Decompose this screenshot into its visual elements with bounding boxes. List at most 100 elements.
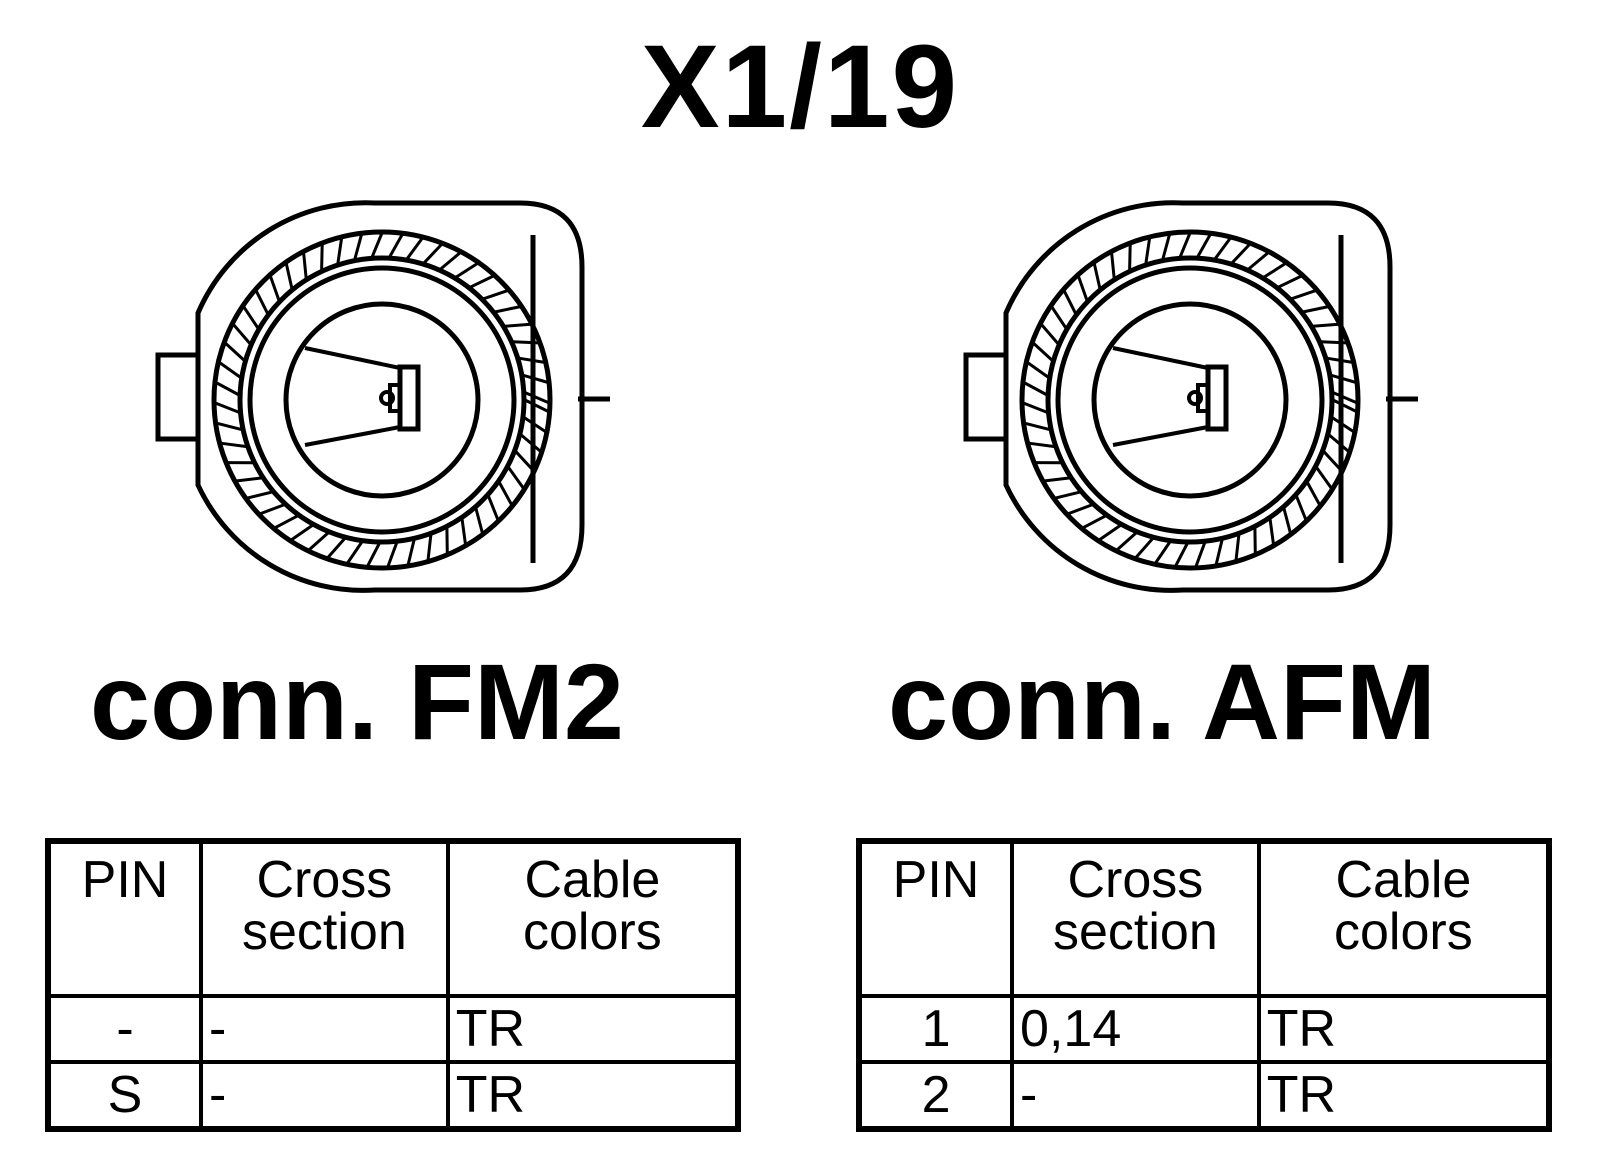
header-cable-colors: Cable colors (445, 839, 741, 998)
cell-cable-color: TR (1256, 1060, 1552, 1131)
knurl-tick (1174, 542, 1189, 568)
contact-line-bottom (304, 425, 401, 447)
knurl-tick (1067, 503, 1094, 516)
header-cable-line2: colors (523, 903, 662, 961)
knurl-tick (406, 538, 416, 566)
knurl-tick (1178, 232, 1192, 258)
header-cross-line1: Cross (256, 851, 393, 909)
knurl-tick (1028, 441, 1055, 449)
knurl-tick (386, 541, 399, 568)
knurl-tick (1054, 490, 1081, 500)
knurl-tick (494, 305, 521, 314)
connector-outer-ring (1019, 229, 1361, 571)
table-header-row: PIN Cross section Cable colors (45, 839, 741, 998)
cell-cable-color: TR (1256, 994, 1552, 1064)
knurl-tick (454, 261, 479, 279)
knurl-tick (218, 361, 242, 379)
cell-cable-color: TR (445, 1060, 741, 1131)
cell-cross-section: - (199, 1060, 450, 1131)
connector-fm2-icon (155, 200, 610, 593)
knurl-tick (326, 537, 347, 559)
knurl-tick (1023, 381, 1048, 397)
cell-pin: 1 (856, 994, 1015, 1064)
knurl-tick (405, 237, 424, 261)
knurl-tick (1268, 518, 1275, 545)
cell-cross-section: - (1010, 1060, 1261, 1131)
knurl-tick (1282, 507, 1292, 534)
cell-cable-color: TR (445, 994, 741, 1064)
connector-label-afm: conn. AFM (888, 641, 1436, 762)
cell-pin: S (45, 1060, 204, 1131)
header-cross-line1: Cross (1067, 851, 1204, 909)
table-row: S - TR (45, 1060, 741, 1131)
knurl-tick (1332, 398, 1358, 413)
knurl-tick (302, 252, 308, 279)
knurl-tick (460, 518, 467, 545)
pin-table-afm: PIN Cross section Cable colors 1 0,14 TR… (856, 838, 1552, 1132)
connector-knurling (1022, 232, 1358, 568)
contact-line-top (1112, 346, 1209, 370)
knurl-tick (486, 495, 500, 521)
knurl-tick (426, 534, 433, 561)
knurl-tick (512, 340, 539, 345)
connector-tab (155, 352, 201, 442)
knurl-tick (1315, 466, 1333, 490)
knurl-tick (353, 233, 364, 260)
header-pin: PIN (856, 839, 1015, 998)
connector-inner-ring (1055, 265, 1325, 535)
knurl-tick (307, 531, 330, 552)
connector-afm-icon (963, 200, 1418, 593)
connector-knurl-ring (237, 255, 527, 545)
knurl-tick (1327, 433, 1350, 453)
knurl-tick (518, 356, 545, 364)
knurl-tick (1326, 356, 1353, 364)
table-row: - - TR (45, 994, 741, 1064)
knurl-tick (284, 262, 294, 290)
header-cross-section: Cross section (199, 839, 450, 998)
knurl-tick (1262, 261, 1287, 279)
knurl-tick (1161, 233, 1172, 260)
knurl-tick (1082, 514, 1107, 530)
knurl-tick (504, 322, 531, 328)
header-cable-line1: Cable (1335, 851, 1472, 909)
knurl-tick (370, 232, 384, 258)
knurl-tick (259, 503, 286, 516)
knurl-tick (1024, 421, 1051, 432)
knurl-tick (214, 401, 241, 414)
knurl-tick (366, 542, 381, 568)
connector-tab (963, 352, 1009, 442)
contact-hole (379, 390, 395, 406)
knurl-tick (474, 507, 484, 534)
knurl-tick (519, 433, 542, 453)
connector-housing (195, 200, 585, 593)
connector-socket (1091, 301, 1289, 499)
knurl-tick (1230, 243, 1251, 265)
knurl-tick (1302, 305, 1329, 314)
knurl-tick (1247, 251, 1270, 271)
contact-line-top (304, 346, 401, 370)
knurl-tick (1214, 538, 1224, 566)
connector-inner-ring (247, 265, 517, 535)
header-pin: PIN (45, 839, 204, 998)
knurl-tick (320, 244, 324, 271)
knurl-tick (216, 421, 243, 432)
knurl-tick (524, 398, 550, 413)
connector-outer-ring (211, 229, 553, 571)
knurl-tick (522, 373, 549, 384)
knurl-tick (1196, 233, 1212, 258)
knurl-tick (1026, 361, 1050, 379)
knurl-tick (1040, 323, 1060, 346)
knurl-tick (1294, 495, 1308, 521)
knurl-tick (1331, 416, 1355, 434)
contact-line-bottom (1112, 425, 1209, 447)
knurl-tick (1032, 341, 1054, 362)
header-cross-section: Cross section (1010, 839, 1261, 998)
knurl-tick (1050, 305, 1068, 330)
connector-knurl-ring (1045, 255, 1335, 545)
connector-housing (1003, 200, 1393, 593)
knurl-tick (1134, 537, 1155, 559)
knurl-tick (1330, 373, 1357, 384)
knurl-tick (1092, 262, 1102, 290)
knurl-tick (1098, 523, 1122, 542)
knurl-tick (1332, 391, 1358, 405)
